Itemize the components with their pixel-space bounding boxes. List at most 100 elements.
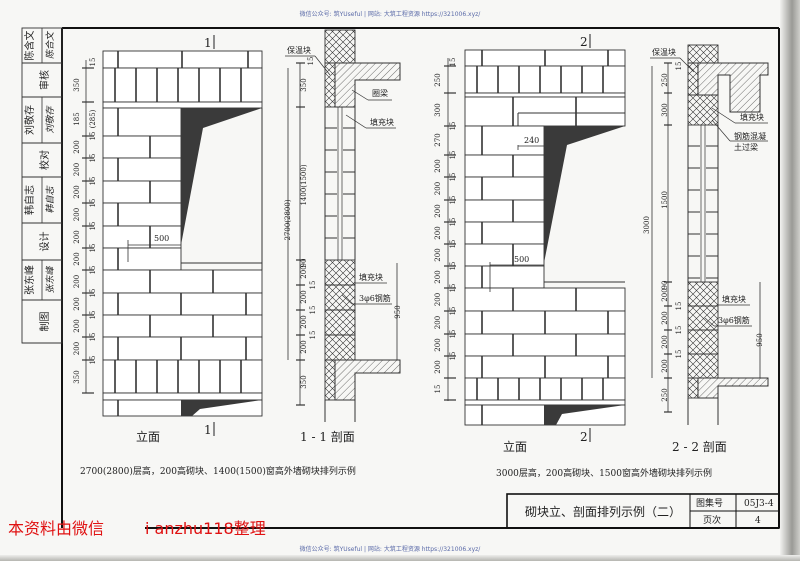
signature-handwritten: 张东峰 — [45, 266, 56, 294]
window-splay-shade — [181, 108, 262, 245]
dimension-label: 15 — [449, 196, 457, 205]
note-filler-block: 填充块 — [359, 272, 383, 282]
block-course — [102, 292, 263, 316]
block-course — [102, 157, 182, 182]
dimension-label: 15 — [449, 58, 457, 67]
dimension-label: 15 — [89, 222, 97, 231]
scan-shadow-bottom — [0, 555, 800, 561]
dimension-label: 15 — [89, 154, 97, 163]
dimension-label: 15 — [449, 330, 457, 339]
window-splay-shade — [544, 405, 625, 425]
filler-block — [324, 334, 356, 361]
floor-slab — [697, 377, 769, 399]
dimension-label: 350 — [73, 78, 81, 91]
signature-handwritten: 陈合文 — [45, 30, 56, 59]
dimension-label: 250 — [661, 73, 669, 86]
block-course-tall — [102, 67, 263, 103]
filler-block — [324, 309, 356, 336]
dimension-label: 15 — [89, 199, 97, 208]
block-course — [102, 135, 182, 159]
dimension-label: 950 — [756, 333, 764, 346]
filler-block — [687, 329, 719, 355]
beam-strip — [464, 92, 626, 98]
dimension-label: 15 — [449, 218, 457, 227]
dimension-label: 15 — [675, 350, 683, 359]
signature-handwritten: 韩自志 — [45, 185, 56, 214]
dimension-label: 200 — [300, 340, 308, 353]
dimension-label: (285) — [89, 109, 97, 128]
dimension-label: 15 — [449, 262, 457, 271]
block-course-tall — [464, 377, 626, 401]
dimension-label: 15 — [309, 281, 317, 290]
dimension-label: 200 — [661, 288, 669, 301]
section-mark-1-bottom: 1 — [204, 423, 212, 437]
dimension-label: 15 — [449, 122, 457, 131]
signature-role: 制图 — [38, 312, 51, 332]
ring-beam — [334, 62, 401, 108]
note-rebar: 3φ6钢筋 — [718, 315, 750, 325]
dimension-label: 3000 — [643, 216, 651, 234]
block-course — [464, 221, 545, 245]
insulation-block — [324, 62, 336, 108]
block-course — [464, 96, 626, 127]
signature-handwritten: 刘敬存 — [45, 105, 56, 134]
block-course — [464, 199, 545, 223]
note-lintel: 钢筋混凝 — [734, 131, 766, 141]
note-filler-block: 填充块 — [740, 112, 764, 122]
dimension-label: 200 — [300, 315, 308, 328]
leader-line — [711, 119, 731, 142]
dimension-label: 15 — [449, 352, 457, 361]
floor-slab — [334, 359, 401, 401]
scan-shadow — [780, 0, 800, 561]
dimension-label: 15 — [307, 57, 315, 66]
drawing-1-caption: 2700(2800)层高，200高砌块、1400(1500)窗高外墙砌块排列示例 — [80, 465, 356, 477]
dimension-label: 2700(2800) — [284, 199, 292, 240]
note-lintel: 土过梁 — [734, 142, 758, 152]
section-mark-1-top: 1 — [204, 36, 212, 50]
atlas-number-label: 图集号 — [696, 497, 723, 509]
dimension-label: 300 — [434, 103, 442, 116]
dimension-label: 200 — [661, 359, 669, 372]
overlay-text-left: 本资料由微信 — [8, 519, 105, 538]
dimension-label: 15 — [449, 173, 457, 182]
dimension-label: 200 — [434, 293, 442, 306]
signature-role: 校对 — [38, 150, 51, 170]
dimension-label: 15 — [449, 240, 457, 249]
block-course — [464, 287, 626, 312]
lintel-offset-2: 240 — [524, 136, 539, 145]
dimension-label: 15 — [89, 311, 97, 320]
dimension-label: 15 — [449, 307, 457, 316]
dimension-label: 200 — [434, 360, 442, 373]
dimension-label: 15 — [89, 266, 97, 275]
dimension-label: 200 — [73, 342, 81, 355]
insulation-block — [324, 359, 336, 401]
block-course — [464, 243, 545, 267]
note-ring-beam: 圈梁 — [372, 89, 388, 98]
dimension-label: 1500 — [661, 191, 669, 209]
dimension-label: 200 — [434, 338, 442, 351]
signature-role: 设计 — [38, 232, 51, 252]
page-number: 4 — [755, 516, 761, 526]
watermark-top: 微信公众号: 筑YUseful | 网站: 大筑工程资源 https://321… — [299, 11, 481, 18]
leader-line — [341, 294, 353, 305]
dimension-label: 200 — [661, 311, 669, 324]
elevation-1-label: 立面 — [136, 429, 160, 444]
dimension-label: 185 — [73, 112, 81, 125]
dimension-label: 300 — [661, 103, 669, 116]
leader-line — [704, 317, 715, 327]
dimension-label: 15 — [675, 302, 683, 311]
dimension-label: 15 — [675, 326, 683, 335]
filler-block — [687, 94, 719, 126]
dimension-label: 350 — [300, 78, 308, 91]
window-offset-1: 500 — [154, 234, 169, 243]
atlas-number: 05J3-4 — [744, 499, 774, 509]
drawing-title: 砌块立、剖面排列示例（二） — [525, 504, 681, 519]
dimension-label: 350 — [73, 370, 81, 383]
note-insulation-block: 保温块 — [652, 47, 676, 57]
dimension-label: 250 — [434, 73, 442, 86]
dimension-label: 200 — [73, 297, 81, 310]
dimension-label: 15 — [89, 132, 97, 141]
block-course — [464, 333, 626, 357]
filler-block — [687, 44, 719, 64]
